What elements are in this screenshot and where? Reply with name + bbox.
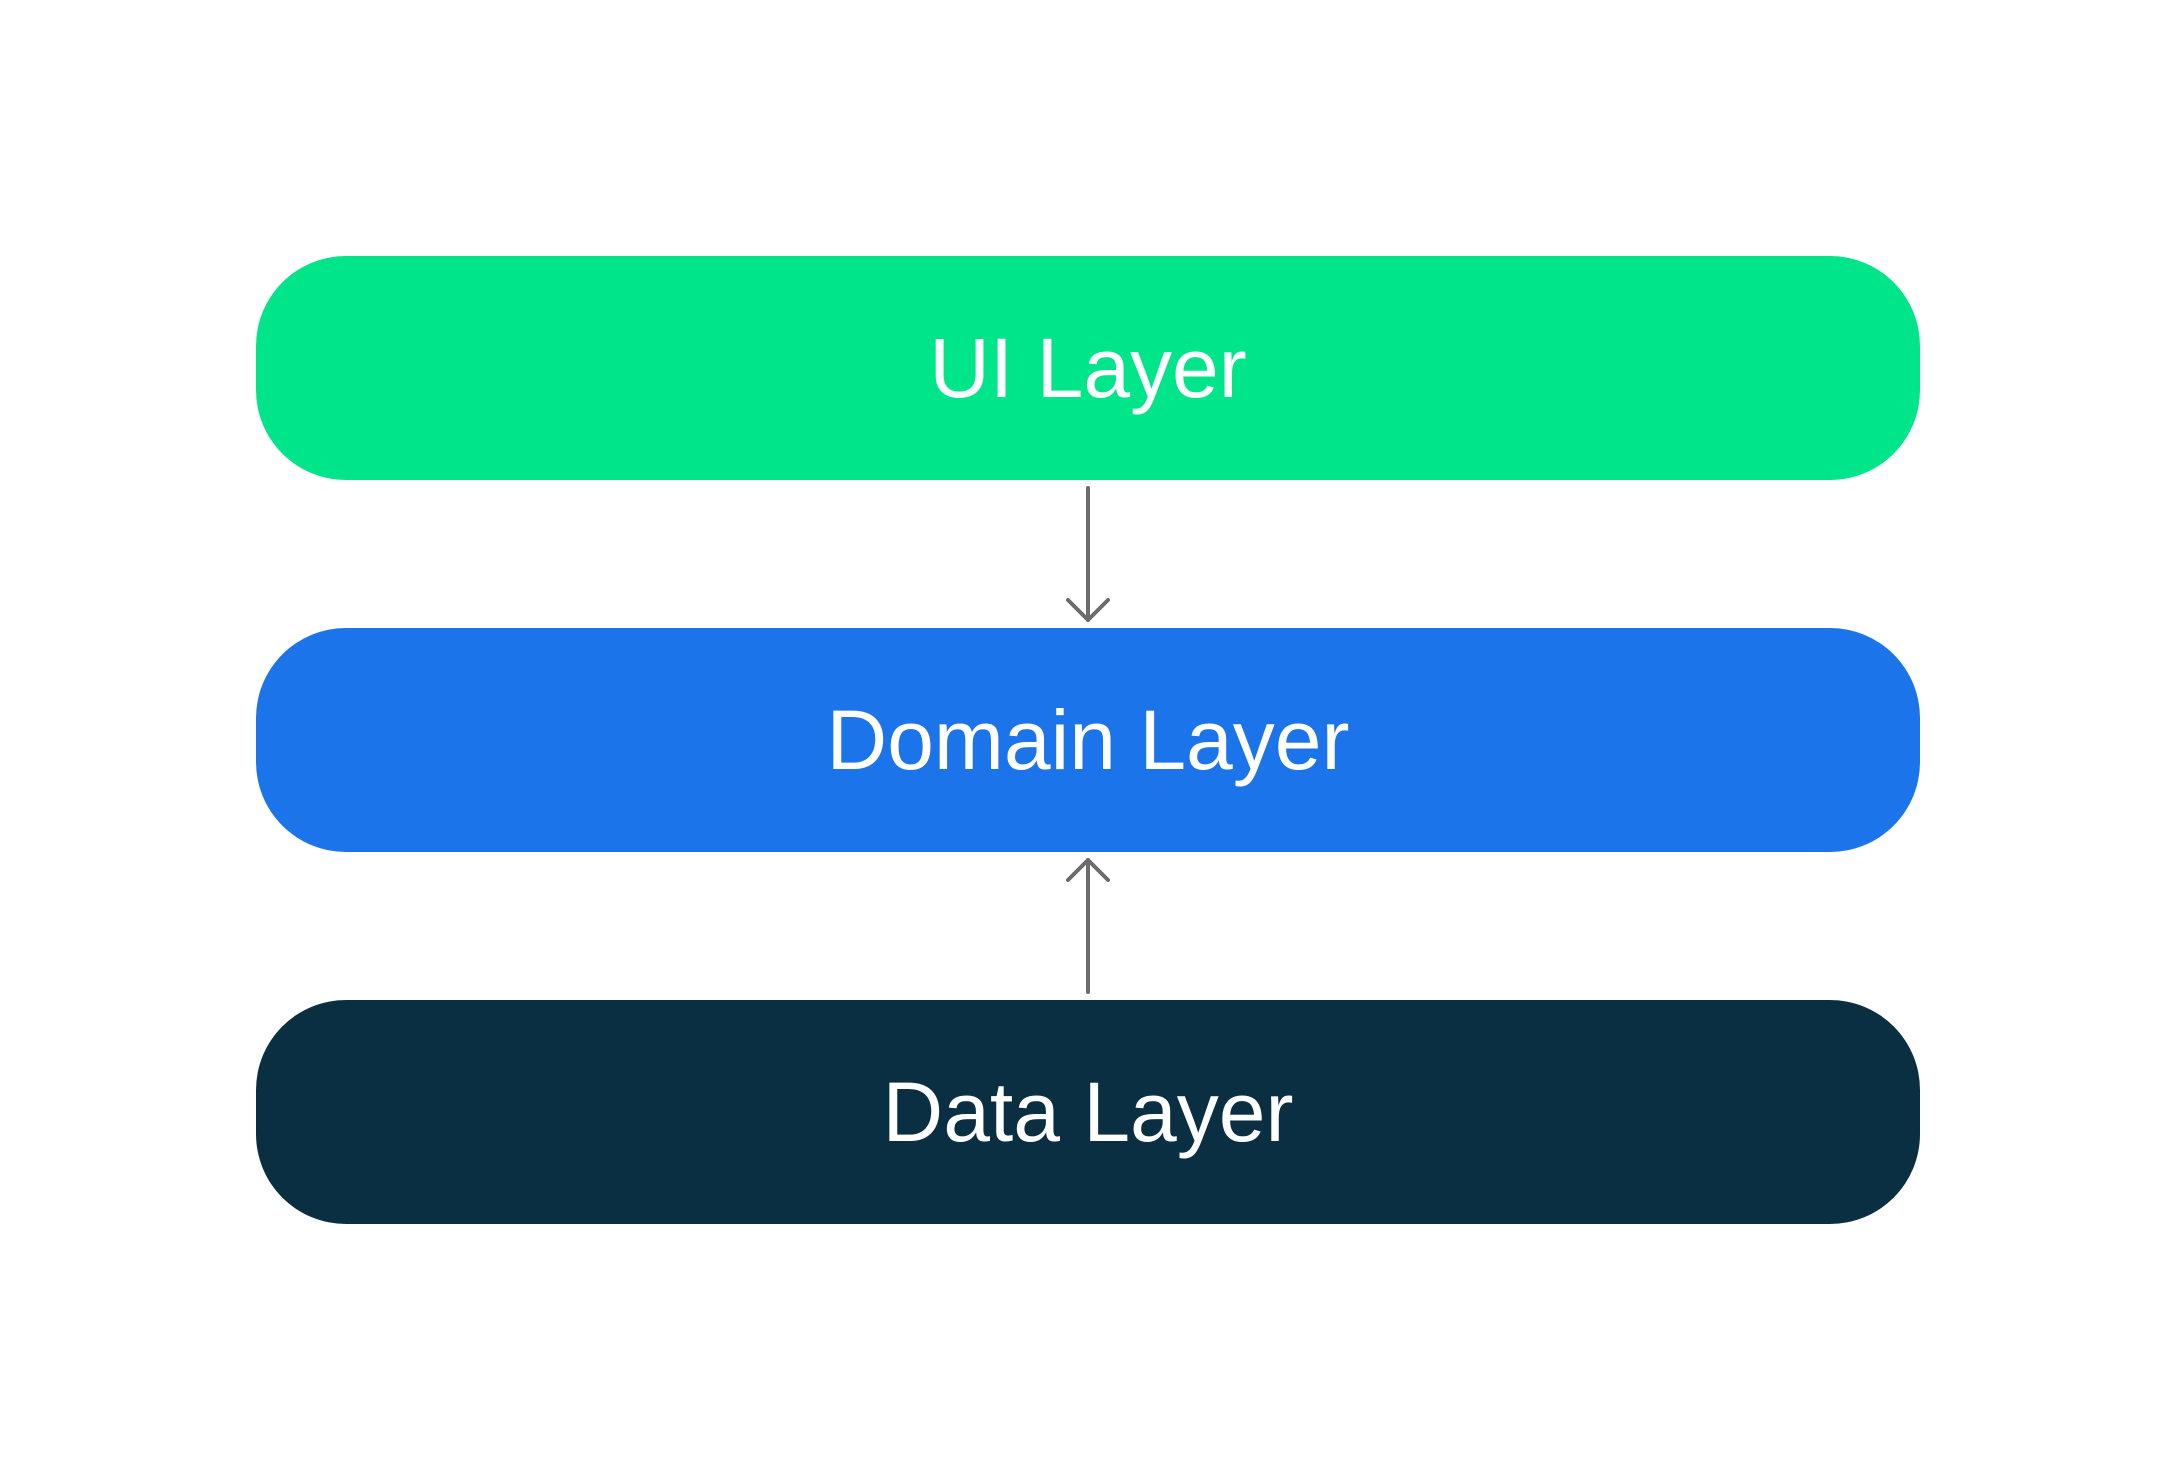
domain-layer-box: Domain Layer xyxy=(256,628,1920,852)
arrow-ui-to-domain xyxy=(1066,486,1110,622)
arrow-up-head-icon xyxy=(1066,858,1110,882)
arrow-data-to-domain xyxy=(1066,858,1110,994)
data-layer-box: Data Layer xyxy=(256,1000,1920,1224)
arrow-down-head-icon xyxy=(1066,598,1110,622)
ui-layer-box: UI Layer xyxy=(256,256,1920,480)
ui-layer-label: UI Layer xyxy=(929,321,1247,415)
data-layer-label: Data Layer xyxy=(882,1065,1294,1159)
domain-layer-label: Domain Layer xyxy=(826,693,1350,787)
